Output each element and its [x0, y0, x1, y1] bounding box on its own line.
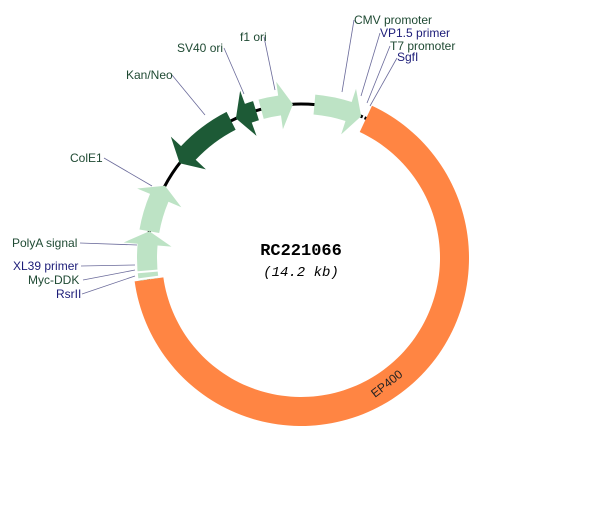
leader-cole1	[103, 157, 153, 187]
label-kan-neo: Kan/Neo	[126, 68, 173, 82]
label-cmv-promoter: CMV promoter	[354, 13, 432, 27]
label-f1-ori: f1 ori	[240, 30, 267, 44]
label-xl39-primer: XL39 primer	[13, 259, 78, 273]
label-t7-promoter: T7 promoter	[390, 39, 455, 53]
label-rsrii: RsrII	[56, 287, 81, 301]
kan-neo-arrow[interactable]	[170, 111, 236, 170]
label-sv40-ori: SV40 ori	[177, 41, 223, 55]
plasmid-name: RC221066	[260, 242, 342, 261]
leader-vp15-primer	[360, 32, 381, 97]
cmv-promoter-arrow[interactable]	[313, 88, 362, 135]
label-cole1: ColE1	[70, 151, 103, 165]
label-myc-ddk: Myc-DDK	[28, 273, 79, 287]
leader-cmv-promoter	[341, 19, 355, 93]
plasmid-size: (14.2 kb)	[263, 265, 339, 281]
label-polya-signal: PolyA signal	[12, 236, 77, 250]
cole1-arrow[interactable]	[137, 185, 182, 233]
xl39-primer-mark	[137, 275, 160, 281]
leader-sgfi	[369, 57, 398, 107]
sv40-ori-arrow[interactable]	[235, 90, 259, 136]
leader-kan-neo	[171, 74, 206, 116]
leader-rsrii	[81, 275, 136, 295]
leader-polya-signal	[79, 242, 138, 246]
f1-ori-arrow[interactable]	[258, 81, 293, 130]
label-sgfi: SgfI	[397, 50, 418, 64]
leader-t7-promoter	[366, 45, 391, 104]
myc-ddk-mark	[136, 269, 159, 274]
label-vp15-primer: VP1.5 primer	[380, 26, 450, 40]
leader-f1-ori	[263, 36, 276, 91]
leader-myc-ddk	[82, 269, 136, 281]
polya-signal-arrow[interactable]	[123, 231, 172, 281]
t7-promoter-mark	[358, 106, 370, 128]
leader-xl39-primer	[80, 264, 136, 267]
leader-sv40-ori	[223, 47, 245, 95]
